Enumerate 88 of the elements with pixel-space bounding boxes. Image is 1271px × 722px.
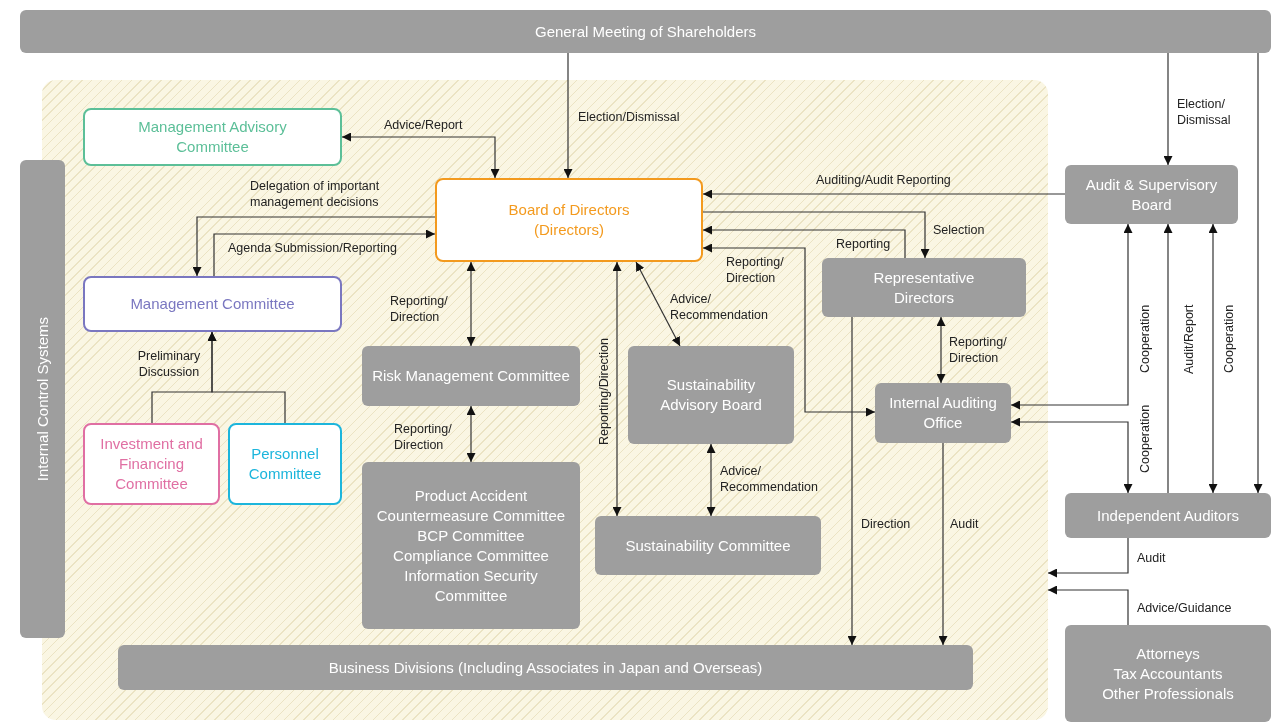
connector-arrow — [563, 52, 573, 179]
connector-arrow — [635, 261, 681, 347]
edge-label: Advice/ Recommendation — [720, 463, 819, 495]
connector-arrow — [213, 229, 436, 277]
edge-label: Reporting/ Direction — [726, 254, 785, 286]
org-box — [875, 383, 1011, 443]
connector-arrow — [936, 316, 946, 384]
node-label: Board of Directors (Directors) — [507, 200, 631, 240]
org-box — [822, 258, 1026, 317]
node-label: Information Security Committee — [403, 565, 539, 606]
node-label: Management Committee — [130, 294, 295, 314]
connector-arrow — [702, 189, 1066, 199]
node-label: Investment and Financing Committee — [99, 434, 204, 494]
org-box — [118, 645, 973, 690]
org-box — [595, 516, 821, 575]
edge-label: Reporting — [836, 236, 892, 252]
side-bar — [20, 160, 65, 638]
edge-label: Election/ Dismissal — [1177, 96, 1232, 128]
node-label: Business Divisions (Including Associates in Japan and Overseas) — [328, 657, 763, 678]
edge-label: Election/Dismissal — [578, 109, 681, 125]
edge-label: Auditing/Audit Reporting — [816, 172, 952, 188]
node-label: Attorneys — [1136, 643, 1200, 664]
connector-arrow — [938, 442, 948, 646]
node-label: Management Advisory Committee — [137, 117, 288, 157]
connector-arrow — [1163, 223, 1173, 494]
connector-arrow — [702, 225, 906, 259]
edge-label: Audit — [1137, 550, 1167, 566]
node-label: Other Professionals — [1102, 683, 1234, 704]
node-label: Personnel Committee — [247, 444, 323, 484]
committee-box — [83, 108, 342, 166]
node-label: Compliance Committee — [393, 545, 549, 566]
edge-label: Reporting/ Direction — [394, 421, 453, 453]
edge-label: Advice/Report — [384, 117, 464, 133]
edge-label: Audit/Report — [1181, 303, 1197, 376]
org-box — [20, 10, 1271, 53]
org-box — [362, 346, 580, 406]
node-label: Risk Management Committee — [372, 366, 570, 386]
connector-arrow — [847, 316, 857, 646]
connector-arrow — [1047, 585, 1129, 626]
node-label: BCP Committee — [417, 525, 525, 546]
committee-box — [83, 276, 342, 332]
connector-arrow — [192, 216, 436, 277]
org-box — [1065, 625, 1271, 722]
edge-label: Audit — [950, 516, 980, 532]
connector-arrow — [466, 405, 476, 463]
edge-label: Cooperation — [1137, 303, 1153, 376]
edge-label: Delegation of important management decisions — [250, 178, 381, 210]
connector-arrow — [706, 443, 716, 517]
edge-label: Advice/Guidance — [1137, 600, 1233, 616]
org-box — [1065, 493, 1271, 538]
node-label: Sustainability Committee — [625, 535, 791, 556]
org-box — [628, 346, 794, 444]
connector-arrow — [612, 261, 622, 517]
connector-arrow — [1253, 52, 1263, 494]
node-label: Audit & Supervisory Board — [1084, 174, 1219, 215]
node-label: Independent Auditors — [1097, 505, 1239, 526]
edge-label: Cooperation — [1137, 403, 1153, 476]
node-label: Internal Auditing Office — [888, 393, 998, 433]
connector-arrow — [341, 132, 500, 179]
org-box — [1065, 165, 1238, 224]
edge-label: Direction — [861, 516, 912, 532]
org-box — [362, 462, 580, 629]
connector-arrow — [207, 331, 286, 424]
node-label: General Meeting of Shareholders — [535, 21, 756, 42]
connector-arrow — [1010, 417, 1133, 494]
connector-arrow — [702, 243, 876, 417]
connector-arrow — [1010, 223, 1133, 410]
connector-arrow — [1208, 223, 1218, 494]
edge-label: Reporting/ Direction — [390, 293, 449, 325]
connector-arrow — [466, 261, 476, 347]
connector-arrow — [1047, 537, 1129, 578]
edge-label: Preliminary Discussion — [136, 348, 202, 380]
connector-arrow — [1163, 52, 1173, 166]
edge-label: Reporting/Direction — [596, 337, 612, 448]
node-label: Product Accident Countermeasure Committee — [375, 485, 567, 526]
edge-label: Advice/ Recommendation — [670, 291, 769, 323]
connector-arrow — [702, 211, 930, 259]
edge-label: Reporting/ Direction — [949, 334, 1008, 366]
edge-label: Agenda Submission/Reporting — [228, 240, 398, 256]
node-label: Internal Control Systems — [32, 316, 52, 482]
edge-label: Cooperation — [1221, 303, 1237, 376]
committee-box — [435, 178, 703, 262]
committee-box — [228, 423, 342, 505]
node-label: Sustainability Advisory Board — [659, 375, 763, 415]
node-label: Representative Directors — [872, 267, 976, 308]
node-label: Tax Accountants — [1113, 663, 1223, 684]
committee-box — [83, 423, 220, 505]
edge-label: Selection — [933, 222, 986, 238]
